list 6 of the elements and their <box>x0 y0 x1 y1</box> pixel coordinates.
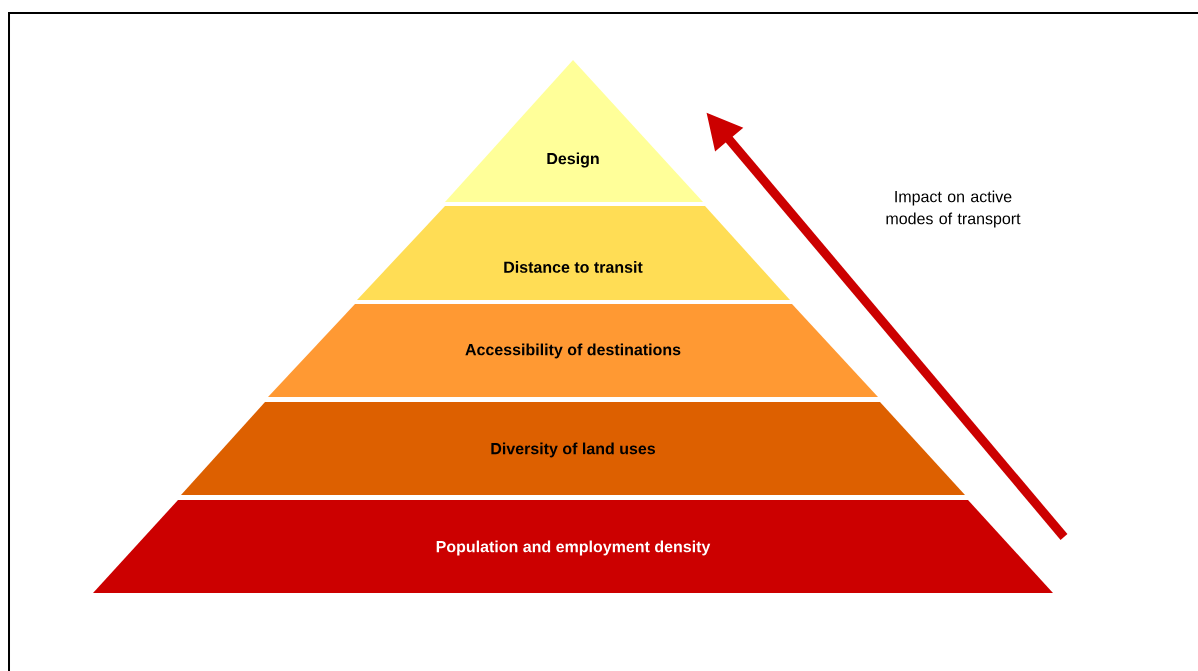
pyramid-level: Accessibility of destinations <box>268 304 878 397</box>
pyramid-level: Diversity of land uses <box>181 402 965 495</box>
pyramid-level: Distance to transit <box>357 206 790 300</box>
pyramid-level: Population and employment density <box>93 500 1053 593</box>
pyramid-level: Design <box>445 60 703 202</box>
arrow-label: Impact on active modes of transport <box>886 190 1021 228</box>
